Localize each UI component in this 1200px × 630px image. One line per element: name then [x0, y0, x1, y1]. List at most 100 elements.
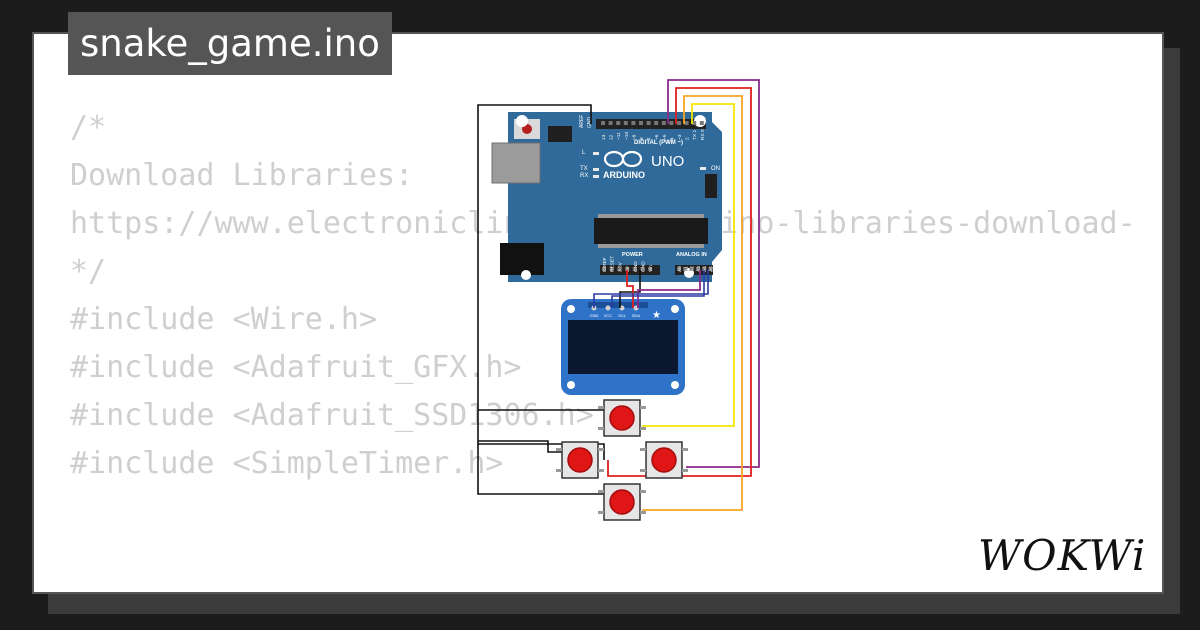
pushbutton-down[interactable] [598, 483, 646, 521]
power-pin-label: 3.3V [617, 261, 623, 272]
analog-pin[interactable] [683, 267, 688, 271]
power-pin[interactable] [625, 267, 630, 271]
code-line: /* [70, 110, 107, 145]
digital-pin[interactable] [608, 121, 613, 125]
analog-pin-label: A3 [696, 266, 702, 272]
pushbutton-up[interactable] [598, 399, 646, 437]
on-label: ON [711, 166, 720, 172]
code-line: #include <Adafruit_SSD1306.h> [70, 398, 594, 433]
code-line: #include <Wire.h> [70, 302, 378, 337]
tx-label: TX [580, 166, 588, 172]
power-pin-label: Vin [648, 265, 654, 272]
digital-pin-label: 12 [609, 134, 615, 140]
wokwi-logo: WOKWi [978, 531, 1146, 580]
power-pin[interactable] [632, 267, 637, 271]
digital-pin[interactable] [631, 121, 636, 125]
digital-pin-label: 8 [639, 137, 645, 140]
power-jack [500, 243, 544, 275]
analog-label: ANALOG IN [676, 252, 707, 258]
digital-pin[interactable] [616, 121, 621, 125]
wires-yellow [642, 103, 735, 427]
code-line: Download Libraries: [70, 158, 414, 193]
filename-tab[interactable]: snake_game.ino [68, 12, 392, 75]
digital-pin[interactable] [661, 121, 666, 125]
arduino-logo-icon [603, 150, 643, 168]
power-pin-label: IOREF [602, 257, 608, 272]
digital-pin-label: ~3 [677, 134, 683, 140]
analog-pin-label: A2 [690, 266, 696, 272]
analog-pin[interactable] [708, 267, 713, 271]
digital-pin-label: 2 [685, 137, 691, 140]
digital-pin[interactable] [601, 121, 605, 125]
icsp-header-right [705, 174, 717, 198]
power-pin[interactable] [602, 267, 606, 271]
analog-pin[interactable] [695, 267, 700, 271]
aref-label: AREF [579, 115, 585, 128]
digital-pin-label: ~10 [624, 132, 630, 140]
wires-red [607, 87, 752, 477]
digital-pin[interactable] [692, 121, 697, 125]
oled-pin-label: SCL [618, 313, 627, 318]
analog-pin[interactable] [689, 267, 694, 271]
digital-pin-label: TX 1 [692, 130, 698, 140]
rx-label: RX [580, 173, 588, 179]
digital-pin-label: 7 [647, 137, 653, 140]
pushbutton-left[interactable] [556, 441, 604, 479]
usb-port [491, 142, 541, 184]
power-pin-label: GND [633, 261, 639, 272]
oled-pin-label: SDA [632, 313, 641, 318]
oled-pin-label: VCC [604, 313, 613, 318]
digital-pin[interactable] [669, 121, 674, 125]
uno-label: UNO [651, 153, 684, 170]
digital-header [596, 119, 706, 129]
digital-pin[interactable] [639, 121, 643, 125]
digital-pin[interactable] [623, 121, 628, 125]
digital-pin-label: 4 [669, 137, 675, 140]
power-pin[interactable] [609, 267, 614, 271]
icsp-header [548, 126, 572, 142]
power-pin[interactable] [648, 267, 653, 271]
wokwi-logo-text: WOKWi [978, 531, 1146, 580]
oled-pin[interactable] [605, 305, 611, 311]
analog-pin-label: A1 [683, 266, 689, 272]
arduino-label: ARDUINO [603, 170, 645, 180]
analog-pin-label: A0 [677, 266, 683, 272]
digital-pin[interactable] [699, 121, 704, 125]
wires-orange [642, 95, 743, 511]
code-line: */ [70, 254, 107, 289]
power-pin-label: GND [641, 261, 647, 272]
digital-pin[interactable] [646, 121, 651, 125]
analog-pin[interactable] [677, 267, 681, 271]
digital-pin[interactable] [654, 121, 659, 125]
analog-pin[interactable] [702, 267, 707, 271]
l-label: L [582, 150, 586, 156]
digital-pin-label: ~11 [616, 132, 622, 140]
power-pin-label: 5V [625, 265, 631, 272]
digital-pin[interactable] [684, 121, 689, 125]
oled-screen [568, 320, 678, 374]
analog-pin-label: A4 [702, 266, 708, 272]
power-label: POWER [622, 252, 643, 258]
digital-pin-label: ~5 [662, 134, 668, 140]
digital-pin[interactable] [677, 121, 681, 125]
digital-label: DIGITAL (PWM ~) [634, 140, 683, 146]
wires-blue [593, 270, 709, 308]
reset-button [522, 124, 532, 134]
digital-pin-label: ~9 [631, 134, 637, 140]
power-pin[interactable] [640, 267, 645, 271]
power-pin[interactable] [617, 267, 622, 271]
analog-pin-label: A5 [709, 266, 715, 272]
power-pin-label: RESET [610, 256, 616, 272]
wires-purple [637, 79, 760, 468]
arduino-uno-board[interactable]: UNO ARDUINO DIGITAL (PWM ~) POWER ANALOG… [491, 112, 722, 282]
pushbutton-right[interactable] [640, 441, 688, 479]
analog-header [675, 265, 713, 275]
code-line: #include <Adafruit_GFX.h> [70, 350, 522, 385]
digital-pin-label: ~6 [654, 134, 660, 140]
gnd-label: GND [587, 117, 593, 129]
oled-pin-label: GND [590, 313, 599, 318]
microcontroller-chip [594, 218, 708, 244]
code-line: #include <SimpleTimer.h> [70, 446, 504, 481]
